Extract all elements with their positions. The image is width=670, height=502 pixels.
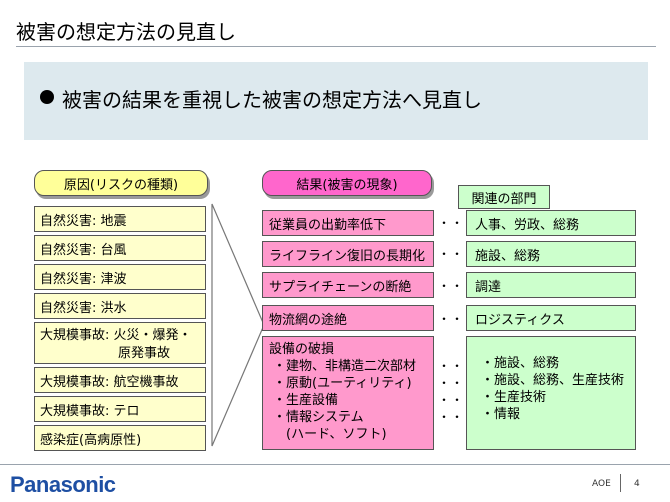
cause-item: 自然災害: 地震 — [34, 206, 206, 232]
department-item: ・施設、総務 ・施設、総務、生産技術 ・生産技術 ・情報 — [466, 336, 636, 450]
footer-divider — [0, 464, 670, 465]
cause-item: 自然災害: 津波 — [34, 264, 206, 290]
result-item: ライフライン復旧の長期化 — [262, 241, 434, 267]
footer-separator — [620, 474, 621, 492]
bullet-icon — [40, 90, 54, 104]
departments-header: 関連の部門 — [458, 185, 550, 209]
key-message-text: 被害の結果を重視した被害の想定方法へ見直し — [62, 88, 482, 112]
department-item: 人事、労政、総務 — [466, 210, 636, 236]
results-header: 結果(被害の現象) — [262, 170, 432, 196]
result-item: 従業員の出勤率低下 — [262, 210, 434, 236]
page-number: 4 — [634, 479, 640, 489]
cause-item: 感染症(高病原性) — [34, 425, 206, 451]
cause-item: 大規模事故: 火災・爆発・ 原発事故 — [34, 322, 206, 364]
footer-code: AOE — [592, 479, 611, 489]
department-item: 施設、総務 — [466, 241, 636, 267]
department-item: 調達 — [466, 272, 636, 298]
cause-item: 自然災害: 洪水 — [34, 293, 206, 319]
cause-item: 大規模事故: 航空機事故 — [34, 367, 206, 393]
title-divider — [16, 46, 656, 47]
department-item: ロジスティクス — [466, 305, 636, 331]
transformation-arrow-icon — [211, 203, 265, 447]
slide-title: 被害の想定方法の見直し — [16, 20, 236, 44]
key-message-banner — [24, 62, 648, 140]
cause-item: 自然災害: 台風 — [34, 235, 206, 261]
cause-item: 大規模事故: テロ — [34, 396, 206, 422]
result-item: 物流網の途絶 — [262, 305, 434, 331]
causes-header: 原因(リスクの種類) — [34, 170, 208, 196]
result-item: 設備の破損 ・建物、非構造二次部材 ・原動(ユーティリティ) ・生産設備 ・情報… — [262, 336, 434, 450]
company-logo: Panasonic — [10, 472, 116, 497]
result-item: サプライチェーンの断絶 — [262, 272, 434, 298]
